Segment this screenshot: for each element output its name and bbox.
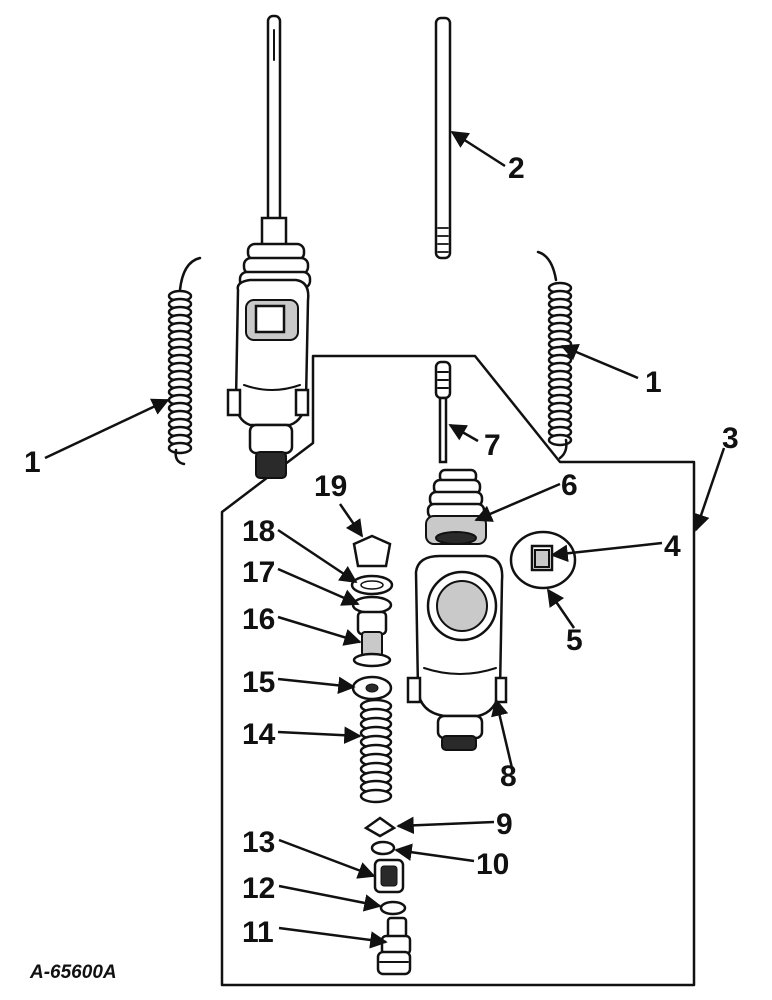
callout-15: 15 xyxy=(242,666,275,699)
ball-part-9 xyxy=(363,816,397,838)
callout-13: 13 xyxy=(242,826,275,859)
callout-12: 12 xyxy=(242,872,275,905)
callout-1-right: 1 xyxy=(645,366,662,399)
o-ring-part-12 xyxy=(379,900,407,916)
seat-part-13 xyxy=(373,858,405,894)
callout-labels: 1 1 2 3 4 5 6 7 8 9 10 11 12 13 14 15 16… xyxy=(24,152,739,949)
rod-part-2 xyxy=(434,16,452,260)
plunger-part-16 xyxy=(352,610,392,668)
callout-10: 10 xyxy=(476,848,509,881)
spring-part-14 xyxy=(359,698,393,804)
callout-3: 3 xyxy=(722,422,739,455)
fitting-part-11 xyxy=(376,916,412,976)
spring-left-part-1 xyxy=(167,256,202,466)
square-insert-part-4 xyxy=(530,544,554,572)
washer-part-17 xyxy=(351,595,393,615)
ring-part-10 xyxy=(370,840,396,856)
callout-9: 9 xyxy=(496,808,513,841)
leader-lines xyxy=(44,130,726,949)
figure-id: A-65600A xyxy=(29,962,117,983)
callout-4: 4 xyxy=(664,530,681,563)
plug-part-19 xyxy=(352,534,392,568)
o-ring-part-18 xyxy=(350,574,394,596)
callout-16: 16 xyxy=(242,603,275,636)
valve-body-part-8 xyxy=(406,554,508,751)
callout-8: 8 xyxy=(500,760,517,793)
callout-18: 18 xyxy=(242,515,275,548)
disc-part-15 xyxy=(351,675,393,701)
callout-11: 11 xyxy=(242,916,274,949)
callout-17: 17 xyxy=(242,556,275,589)
boot-part-6 xyxy=(425,468,487,545)
pin-part-7 xyxy=(434,360,452,464)
callout-14: 14 xyxy=(242,718,276,751)
callout-19: 19 xyxy=(314,470,347,503)
callout-7: 7 xyxy=(484,429,501,462)
callout-6: 6 xyxy=(561,469,578,502)
callout-2: 2 xyxy=(508,152,525,185)
callout-1-left: 1 xyxy=(24,446,41,479)
spring-right-part-1 xyxy=(536,250,573,460)
assembled-control-valve xyxy=(226,14,312,479)
callout-5: 5 xyxy=(566,624,583,657)
